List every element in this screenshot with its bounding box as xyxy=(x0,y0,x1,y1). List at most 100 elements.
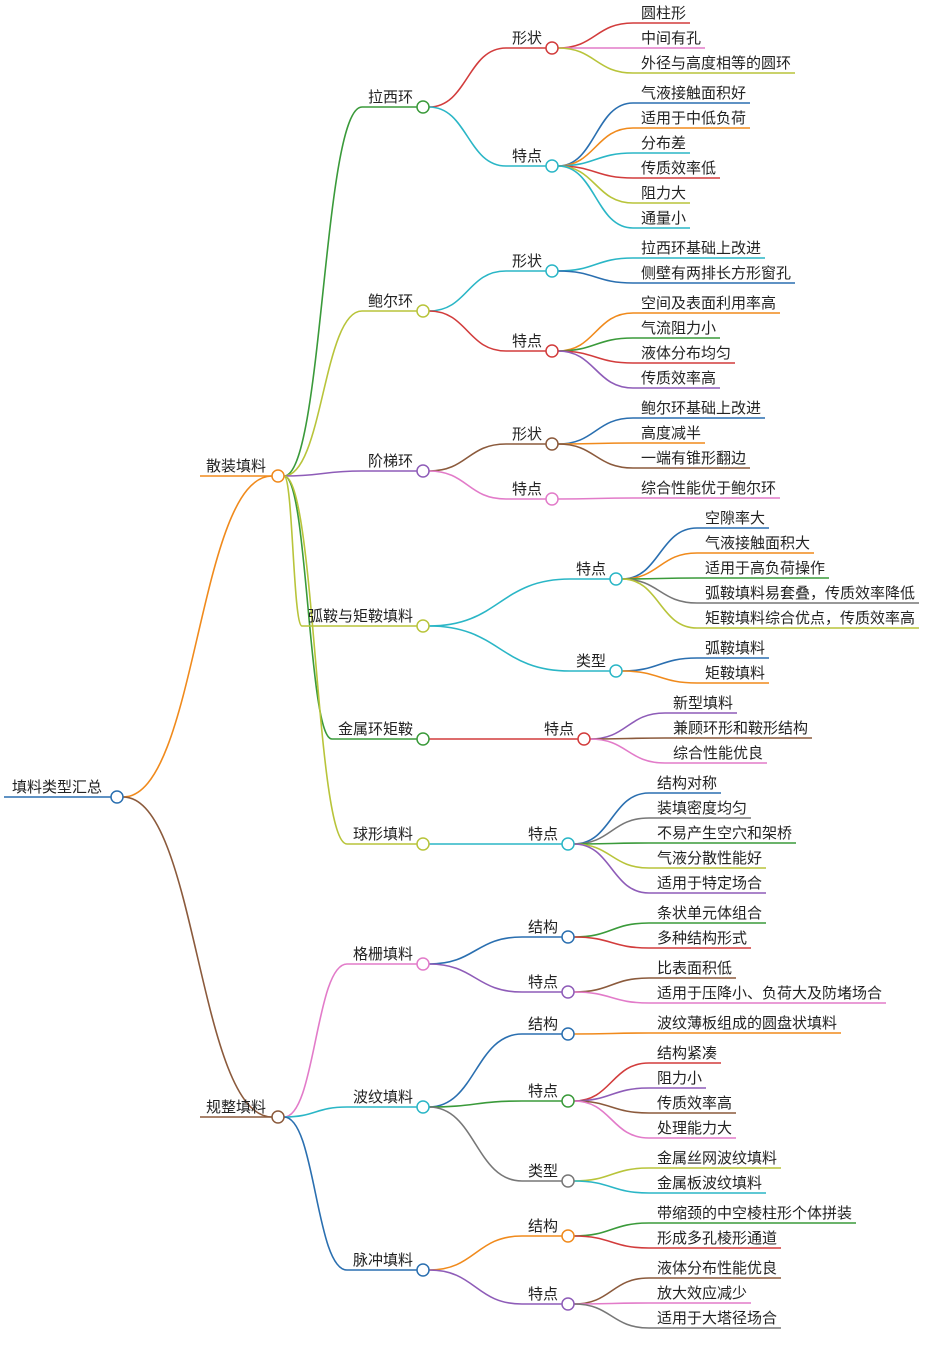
detail-label: 结构紧凑 xyxy=(657,1044,717,1062)
connector-category-detail xyxy=(573,1277,650,1305)
category-node-toggle[interactable] xyxy=(545,41,559,55)
category-node-toggle[interactable] xyxy=(545,264,559,278)
connector-category-detail xyxy=(621,578,698,629)
category-label: 结构 xyxy=(528,918,558,936)
category-node-toggle[interactable] xyxy=(561,837,575,851)
category-node-toggle[interactable] xyxy=(545,492,559,506)
category-node-toggle[interactable] xyxy=(545,437,559,451)
connector-root-branch xyxy=(122,475,273,798)
branch-node-toggle[interactable] xyxy=(271,1110,285,1124)
subtopic-node-toggle[interactable] xyxy=(416,464,430,478)
category-node-toggle[interactable] xyxy=(561,1094,575,1108)
subtopic-node-toggle[interactable] xyxy=(416,732,430,746)
subtopic-node-toggle[interactable] xyxy=(416,619,430,633)
connector-category-detail xyxy=(557,270,634,284)
detail-label: 高度减半 xyxy=(641,424,701,442)
subtopic-label: 金属环矩鞍 xyxy=(338,720,413,738)
connector-category-detail xyxy=(557,312,634,352)
node-layer: 填料类型汇总散装填料拉西环形状圆柱形中间有孔外径与高度相等的圆环特点气液接触面积… xyxy=(4,4,919,1329)
detail-label: 综合性能优良 xyxy=(673,744,763,762)
connector-category-detail xyxy=(621,670,698,684)
connector-category-detail xyxy=(557,22,634,49)
category-label: 形状 xyxy=(512,29,542,47)
subtopic-label: 拉西环 xyxy=(368,88,413,106)
detail-label: 金属板波纹填料 xyxy=(657,1174,762,1192)
detail-label: 结构对称 xyxy=(657,774,717,792)
branch-topic-label: 规整填料 xyxy=(206,1098,266,1116)
detail-label: 中间有孔 xyxy=(641,29,701,47)
connector-category-detail xyxy=(573,843,650,894)
root-topic: 填料类型汇总 xyxy=(12,778,102,796)
detail-label: 拉西环基础上改进 xyxy=(641,239,761,257)
detail-label: 阻力小 xyxy=(657,1069,702,1087)
root-node-toggle[interactable] xyxy=(110,790,124,804)
connector-category-detail xyxy=(621,552,698,580)
category-node-toggle[interactable] xyxy=(561,1229,575,1243)
connector-category-detail xyxy=(573,977,650,993)
detail-label: 传质效率低 xyxy=(641,159,716,177)
detail-label: 弧鞍填料 xyxy=(705,639,765,657)
connector-category-detail xyxy=(621,657,698,672)
connector-category-detail xyxy=(557,165,634,229)
detail-label: 不易产生空穴和架桥 xyxy=(657,824,792,842)
category-node-toggle[interactable] xyxy=(561,1027,575,1041)
detail-label: 适用于高负荷操作 xyxy=(705,559,825,577)
connector-category-detail xyxy=(573,1100,650,1139)
connector-branch-subtopic xyxy=(283,475,348,845)
connector-category-detail xyxy=(573,792,650,845)
connector-category-detail xyxy=(557,257,634,272)
connector-category-detail xyxy=(557,497,634,500)
category-label: 类型 xyxy=(576,652,606,670)
category-node-toggle[interactable] xyxy=(545,159,559,173)
detail-label: 兼顾环形和鞍形结构 xyxy=(673,719,808,737)
subtopic-node-toggle[interactable] xyxy=(416,1263,430,1277)
connector-category-detail xyxy=(573,936,650,949)
category-node-toggle[interactable] xyxy=(545,344,559,358)
category-node-toggle[interactable] xyxy=(561,930,575,944)
detail-label: 气流阻力小 xyxy=(641,319,716,337)
detail-label: 分布差 xyxy=(641,134,686,152)
detail-label: 矩鞍填料 xyxy=(705,664,765,682)
category-label: 形状 xyxy=(512,425,542,443)
subtopic-label: 球形填料 xyxy=(353,825,413,843)
connector-subtopic-category xyxy=(428,1033,523,1108)
connector-subtopic-category xyxy=(428,1100,523,1108)
detail-label: 通量小 xyxy=(641,209,686,227)
detail-label: 比表面积低 xyxy=(657,959,732,977)
connector-root-branch xyxy=(122,796,273,1118)
detail-label: 侧壁有两排长方形窗孔 xyxy=(641,264,791,282)
category-node-toggle[interactable] xyxy=(561,1174,575,1188)
connector-subtopic-category xyxy=(428,443,507,472)
category-label: 形状 xyxy=(512,252,542,270)
category-node-toggle[interactable] xyxy=(561,1297,575,1311)
subtopic-node-toggle[interactable] xyxy=(416,1100,430,1114)
connector-category-detail xyxy=(621,527,698,580)
connector-category-detail xyxy=(573,991,650,1004)
connector-subtopic-category xyxy=(428,625,571,672)
connector-branch-subtopic xyxy=(283,310,363,477)
category-node-toggle[interactable] xyxy=(561,985,575,999)
detail-label: 阻力大 xyxy=(641,184,686,202)
detail-label: 传质效率高 xyxy=(641,369,716,387)
subtopic-node-toggle[interactable] xyxy=(416,837,430,851)
connector-category-detail xyxy=(573,1303,650,1329)
detail-label: 波纹薄板组成的圆盘状填料 xyxy=(657,1014,837,1032)
connector-category-detail xyxy=(573,922,650,938)
category-node-toggle[interactable] xyxy=(609,664,623,678)
connector-layer xyxy=(122,22,698,1329)
category-label: 特点 xyxy=(528,973,558,991)
subtopic-node-toggle[interactable] xyxy=(416,957,430,971)
connector-category-detail xyxy=(573,1167,650,1182)
connector-category-detail xyxy=(573,1235,650,1249)
connector-subtopic-category xyxy=(428,936,523,965)
category-node-toggle[interactable] xyxy=(577,732,591,746)
category-node-toggle[interactable] xyxy=(609,572,623,586)
detail-label: 综合性能优于鲍尔环 xyxy=(641,479,776,497)
connector-branch-subtopic xyxy=(283,963,348,1118)
connector-branch-subtopic xyxy=(283,106,363,477)
branch-node-toggle[interactable] xyxy=(271,469,285,483)
subtopic-node-toggle[interactable] xyxy=(416,304,430,318)
subtopic-label: 鲍尔环 xyxy=(368,292,413,310)
subtopic-node-toggle[interactable] xyxy=(416,100,430,114)
connector-category-detail xyxy=(557,47,634,74)
